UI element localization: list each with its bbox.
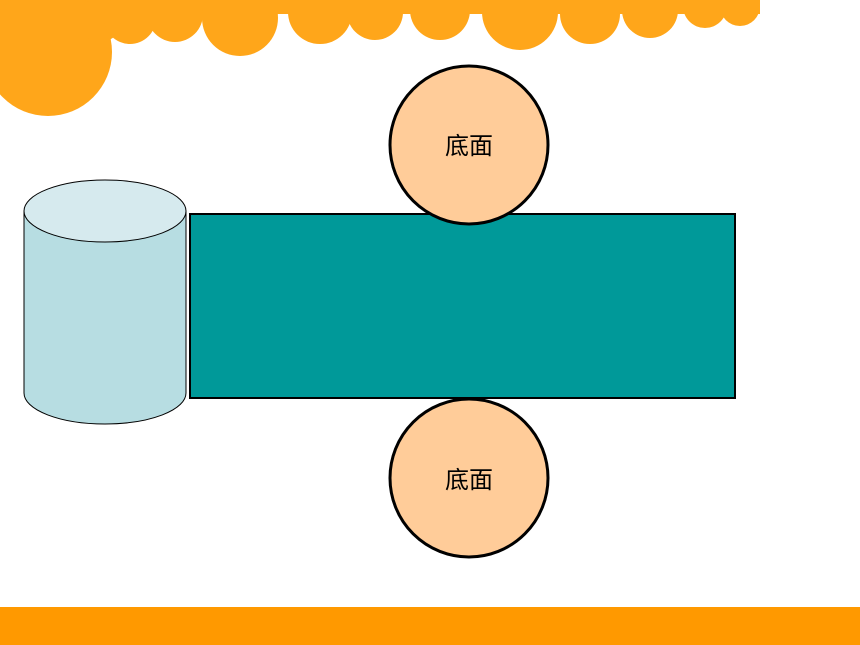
cloud-banner: [0, 0, 760, 116]
bottom-base-shape: [388, 397, 550, 559]
lateral-surface-rect: [189, 213, 736, 399]
cylinder-top-face: [23, 179, 187, 243]
bottom-base-circle: 底面: [388, 397, 550, 559]
bottom-base-label: 底面: [445, 466, 493, 494]
top-base-circle: 底面: [388, 64, 550, 226]
top-base-label: 底面: [445, 132, 493, 160]
top-base-shape: [388, 64, 550, 226]
footer-band: [0, 607, 860, 645]
cylinder-illustration: [23, 179, 187, 425]
cylinder-body: [23, 210, 187, 425]
